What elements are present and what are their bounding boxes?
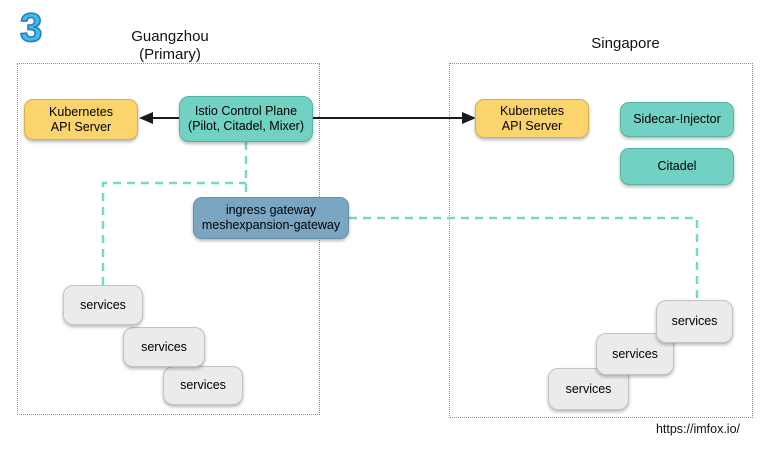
node-label-line2: meshexpansion-gateway <box>201 218 341 232</box>
node-service-singapore-2: services <box>596 333 674 375</box>
node-label-line2: (Pilot, Citadel, Mixer) <box>188 119 304 133</box>
node-sidecar-injector: Sidecar-Injector <box>620 102 734 137</box>
node-label: services <box>565 381 612 396</box>
guangzhou-title-line2: (Primary) <box>139 46 201 63</box>
node-label-line1: ingress gateway <box>225 203 317 217</box>
node-label: services <box>612 346 658 361</box>
node-label: Sidecar-Injector <box>633 112 721 126</box>
dashed-link-controlplane-to-left-services <box>101 181 246 285</box>
footer-url: https://imfox.io/ <box>655 422 740 436</box>
step-number: 3 <box>19 5 43 51</box>
dashed-link-gateway-to-singapore-services <box>349 216 699 300</box>
singapore-region-title: Singapore <box>563 35 688 53</box>
node-label-line1: Istio Control Plane <box>194 104 298 118</box>
node-label: services <box>671 314 718 328</box>
node-label-line2: API Server <box>50 119 112 134</box>
node-label: Citadel <box>657 159 697 173</box>
singapore-cluster-boundary <box>449 63 753 418</box>
node-service-singapore-1: services <box>656 300 733 343</box>
guangzhou-title-line1: Guangzhou <box>131 28 209 45</box>
node-service-guangzhou-1: services <box>63 285 143 325</box>
node-label-line1: Kubernetes <box>49 104 113 119</box>
node-label-line1: Kubernetes <box>500 103 564 118</box>
node-label: services <box>80 297 126 312</box>
node-istio-control-plane: Istio Control Plane (Pilot, Citadel, Mix… <box>179 96 313 142</box>
node-service-guangzhou-2: services <box>123 327 205 367</box>
node-label: services <box>141 339 187 354</box>
node-label-line2: API Server <box>501 118 563 133</box>
node-service-guangzhou-3: services <box>163 366 243 405</box>
node-label: services <box>180 378 226 392</box>
guangzhou-cluster-boundary <box>17 63 320 415</box>
singapore-title-text: Singapore <box>591 35 660 52</box>
node-kubernetes-api-server-singapore: Kubernetes API Server <box>475 99 589 138</box>
sync-arrow-right-head-icon <box>462 112 476 124</box>
sync-arrow-left-head-icon <box>139 112 153 124</box>
node-citadel: Citadel <box>620 148 734 185</box>
node-kubernetes-api-server-guangzhou: Kubernetes API Server <box>24 99 138 140</box>
node-ingress-meshexpansion-gateway: ingress gateway meshexpansion-gateway <box>193 197 349 239</box>
node-service-singapore-3: services <box>548 368 629 410</box>
guangzhou-region-title: Guangzhou (Primary) <box>95 28 245 64</box>
